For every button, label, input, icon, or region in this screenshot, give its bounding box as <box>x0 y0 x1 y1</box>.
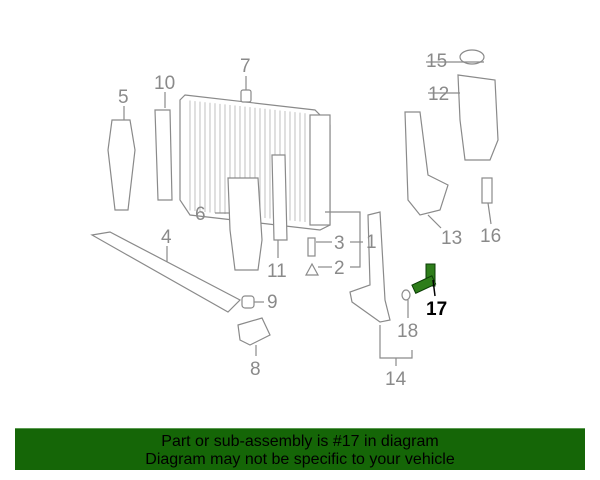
label-17[interactable]: 17 <box>426 299 447 320</box>
label-6: 6 <box>195 204 206 225</box>
label-2: 2 <box>334 258 345 279</box>
label-3: 3 <box>334 233 345 254</box>
label-1: 1 <box>366 232 377 253</box>
label-14: 14 <box>385 369 407 390</box>
label-9: 9 <box>267 292 278 313</box>
part-11 <box>271 154 288 241</box>
part-15 <box>459 49 485 65</box>
part-4 <box>90 231 242 313</box>
banner-line-part: Part or sub-assembly is #17 in diagram <box>161 433 439 450</box>
part-9 <box>241 295 255 309</box>
leader-lines <box>123 61 492 366</box>
part-17-highlighted[interactable] <box>411 263 437 294</box>
part-12 <box>457 74 499 161</box>
label-5: 5 <box>118 87 129 108</box>
label-4: 4 <box>161 227 172 248</box>
label-10: 10 <box>154 73 175 94</box>
part-10 <box>154 109 173 201</box>
label-15: 15 <box>426 51 447 72</box>
part-13 <box>404 111 449 216</box>
label-16: 16 <box>480 226 501 247</box>
part-3 <box>307 237 316 257</box>
part-5 <box>107 119 136 211</box>
label-8: 8 <box>250 359 261 380</box>
part-14 <box>349 211 391 323</box>
part-7 <box>240 89 252 103</box>
part-16 <box>481 177 493 204</box>
part-8 <box>237 317 271 346</box>
label-7: 7 <box>240 56 251 77</box>
part-2 <box>304 262 320 276</box>
part-18 <box>401 289 411 301</box>
parts-diagram: 15 12 7 10 5 6 4 13 16 3 1 2 11 9 17 18 … <box>90 49 501 390</box>
label-13: 13 <box>441 228 462 249</box>
part-6 <box>227 177 263 271</box>
label-12: 12 <box>428 84 449 105</box>
label-18: 18 <box>397 321 418 342</box>
info-banner: Part or sub-assembly is #17 in diagram D… <box>15 428 585 470</box>
label-11: 11 <box>267 261 287 282</box>
banner-line-disclaimer: Diagram may not be specific to your vehi… <box>145 451 455 468</box>
